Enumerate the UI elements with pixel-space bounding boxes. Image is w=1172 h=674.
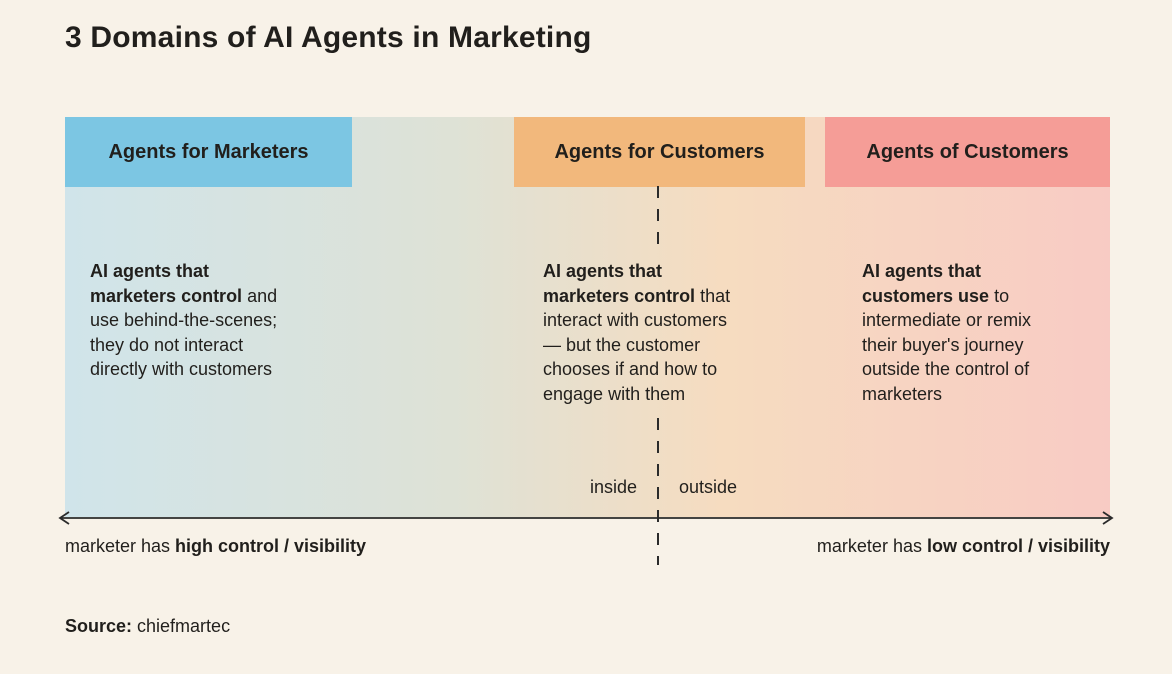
header-label: Agents for Customers: [554, 140, 765, 163]
header-agents-for-marketers: Agents for Marketers: [65, 117, 352, 187]
axis-label-prefix: marketer has: [65, 536, 176, 556]
description-body: to intermediate or remix their buyer's j…: [862, 285, 1032, 404]
axis-left-arrowhead-icon: [58, 511, 70, 525]
description-bold-lead: AI agents that marketers control: [543, 261, 696, 306]
axis-label-prefix: marketer has: [816, 536, 927, 556]
inside-label: inside: [589, 477, 637, 497]
description-body: and use behind-the-scenes; they do not i…: [90, 285, 278, 380]
axis-right-arrowhead-icon: [1102, 511, 1114, 525]
description-bold-lead: AI agents that marketers control: [90, 261, 243, 306]
header-agents-of-customers: Agents of Customers: [825, 117, 1110, 187]
axis-label-high-control: marketer has high control / visibility: [65, 536, 366, 557]
outside-label: outside: [679, 477, 738, 497]
page-title: 3 Domains of AI Agents in Marketing: [65, 21, 592, 54]
header-label: Agents for Marketers: [108, 140, 309, 163]
axis-label-low-control: marketer has low control / visibility: [817, 536, 1110, 557]
header-agents-for-customers: Agents for Customers: [514, 117, 805, 187]
source-credit: Source: chiefmartec: [65, 616, 230, 637]
source-value: chiefmartec: [132, 616, 231, 636]
description-body: that interact with customers — but the c…: [543, 285, 731, 404]
inside-outside-divider-lower: [657, 418, 659, 565]
axis-label-bold: high control / visibility: [175, 536, 367, 556]
description-bold-lead: AI agents that customers use: [862, 261, 990, 306]
description-agents-for-marketers: AI agents that marketers control and use…: [90, 259, 360, 382]
inside-outside-divider-upper: [657, 186, 659, 248]
description-agents-for-customers: AI agents that marketers control that in…: [543, 259, 798, 407]
axis-label-bold: low control / visibility: [926, 536, 1110, 556]
header-label: Agents of Customers: [866, 140, 1069, 163]
source-label: Source:: [65, 616, 133, 636]
control-axis-arrow: [58, 511, 1114, 525]
description-agents-of-customers: AI agents that customers use to intermed…: [862, 259, 1107, 407]
